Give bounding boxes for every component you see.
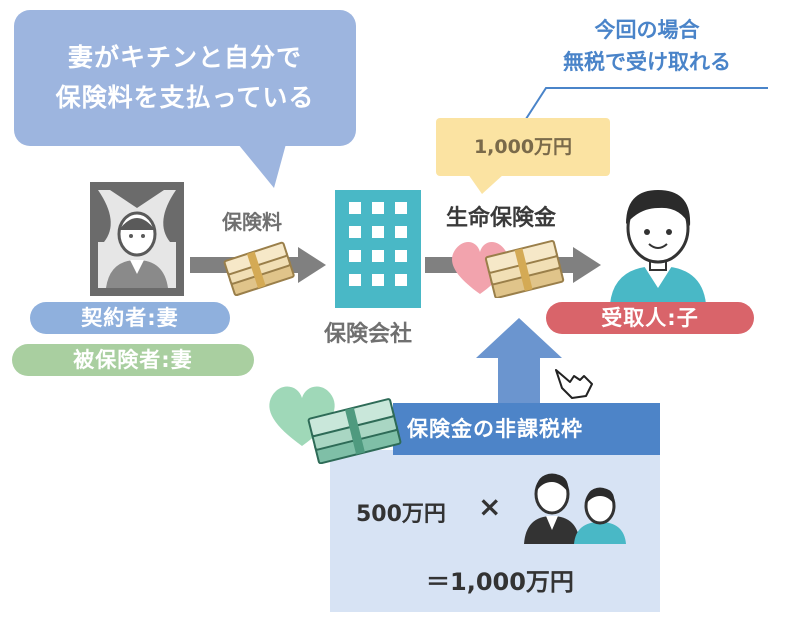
family-icon — [524, 473, 626, 544]
benefit-label: 生命保険金 — [446, 206, 557, 231]
money-stack-icon — [223, 241, 295, 296]
callout-bubble: 妻がキチンと自分で 保険料を支払っている — [14, 10, 356, 146]
received-amount: 1,000万円 — [473, 136, 573, 158]
note-line-2: 無税で受け取れる — [563, 50, 731, 74]
amount-bubble-tail — [468, 174, 504, 194]
deceased-portrait-icon — [90, 182, 184, 296]
building-icon — [335, 190, 421, 308]
top-right-note: 今回の場合 無税で受け取れる — [532, 14, 762, 78]
received-amount-bubble: 1,000万円 — [436, 118, 610, 176]
contractor-label: 契約者:妻 — [81, 306, 179, 330]
insured-label: 被保険者:妻 — [73, 348, 193, 372]
times-symbol: × — [478, 490, 502, 523]
exemption-up-arrow — [476, 318, 562, 410]
child-avatar-icon — [610, 190, 706, 304]
insured-pill: 被保険者:妻 — [12, 344, 254, 376]
contractor-pill: 契約者:妻 — [30, 302, 230, 334]
callout-line-2: 保険料を支払っている — [55, 83, 315, 112]
callout-line-1: 妻がキチンと自分で — [67, 43, 302, 72]
exemption-money-icon — [307, 398, 402, 464]
exemption-result: ＝1,000万円 — [426, 568, 574, 596]
pointer-hand-icon — [555, 369, 593, 399]
note-leader-line — [523, 87, 768, 123]
benefit-money-icon — [484, 240, 565, 298]
formula-amount: 500万円 — [356, 502, 446, 527]
exemption-header-label: 保険金の非課税枠 — [407, 417, 583, 441]
recipient-pill: 受取人:子 — [546, 302, 754, 334]
callout-tail — [238, 144, 286, 188]
note-line-1: 今回の場合 — [594, 18, 700, 42]
recipient-label: 受取人:子 — [601, 306, 699, 330]
exemption-header: 保険金の非課税枠 — [393, 403, 660, 455]
insurance-company-label: 保険会社 — [324, 322, 413, 347]
premium-label: 保険料 — [222, 210, 282, 234]
